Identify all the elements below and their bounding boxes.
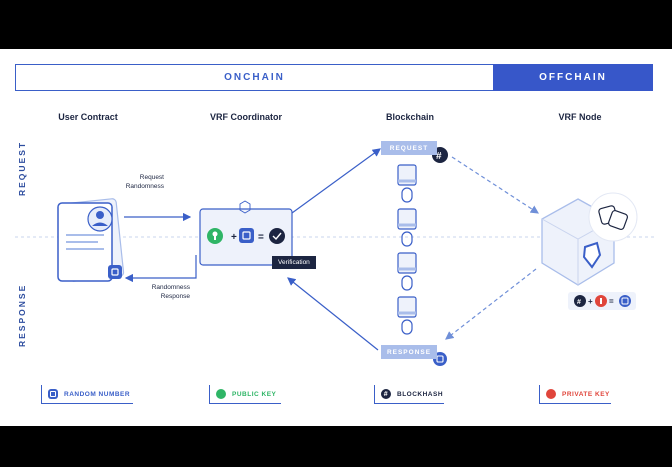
vrf-node-formula: # + = xyxy=(568,292,636,310)
legend-public-key: PUBLIC KEY xyxy=(209,385,281,404)
public-key-icon xyxy=(216,389,226,399)
onchain-header: ONCHAIN xyxy=(15,64,493,91)
column-title-user-contract: User Contract xyxy=(58,112,118,122)
vrf-coordinator-box: + = xyxy=(199,200,293,266)
column-title-vrf-node: VRF Node xyxy=(558,112,602,122)
svg-text:#: # xyxy=(436,151,442,162)
legend-random-number-label: RANDOM NUMBER xyxy=(64,390,131,398)
offchain-header: OFFCHAIN xyxy=(493,64,653,91)
request-randomness-label: Request Randomness xyxy=(125,174,164,190)
coordinator-to-request-arrow xyxy=(291,148,381,214)
user-contract-document-icon xyxy=(57,198,125,282)
svg-text:+: + xyxy=(231,232,237,243)
diagram-canvas: ONCHAIN OFFCHAIN User Contract VRF Coord… xyxy=(0,49,672,426)
svg-text:=: = xyxy=(258,232,264,243)
column-title-vrf-coordinator: VRF Coordinator xyxy=(210,112,282,122)
column-title-blockchain: Blockchain xyxy=(385,112,434,122)
diagram-graphics: + = # xyxy=(15,147,655,366)
blockchain-response-pill: RESPONSE xyxy=(381,345,437,359)
svg-text:=: = xyxy=(609,297,614,306)
svg-text:+: + xyxy=(588,297,593,306)
legend-private-key: PRIVATE KEY xyxy=(539,385,611,404)
private-key-icon xyxy=(546,389,556,399)
verification-tooltip: Verification xyxy=(272,256,316,269)
blockchain-chain xyxy=(397,164,417,335)
legend-public-key-label: PUBLIC KEY xyxy=(232,390,277,398)
blockhash-icon: # xyxy=(381,389,391,399)
response-to-coordinator-arrow xyxy=(287,277,379,351)
legend-random-number: RANDOM NUMBER xyxy=(41,385,133,404)
randomness-response-arrow xyxy=(124,255,197,283)
legend-private-key-label: PRIVATE KEY xyxy=(562,390,610,398)
request-to-node-arrow xyxy=(451,156,540,214)
node-to-response-arrow xyxy=(445,268,537,340)
random-number-icon xyxy=(48,389,58,399)
vrf-node-cube-icon xyxy=(541,192,638,286)
legend-blockhash-label: BLOCKHASH xyxy=(397,390,444,398)
svg-text:#: # xyxy=(577,299,581,306)
blockchain-request-pill: REQUEST xyxy=(381,141,437,155)
legend-blockhash: # BLOCKHASH xyxy=(374,385,444,404)
randomness-response-label: Randomness Response xyxy=(151,284,190,300)
